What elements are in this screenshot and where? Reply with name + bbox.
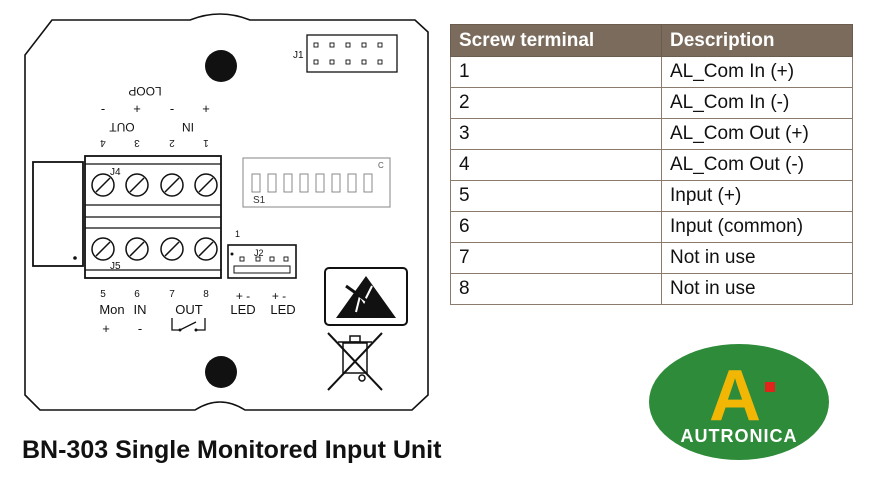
- out2-label: OUT: [175, 302, 203, 317]
- description-cell: AL_Com In (-): [661, 87, 853, 119]
- screw-row-bottom: [91, 237, 218, 261]
- top-pin-1: 1: [203, 137, 209, 148]
- terminal-cell: 6: [450, 211, 662, 243]
- terminal-cell: 3: [450, 118, 662, 150]
- terminal-cell: 8: [450, 273, 662, 305]
- terminal-cell: 7: [450, 242, 662, 274]
- j1-label: J1: [293, 50, 304, 61]
- mounting-hole-top: [205, 50, 237, 82]
- c-label: C: [378, 161, 384, 170]
- j2-label: J2: [254, 248, 264, 258]
- top-pin-3: 3: [134, 137, 140, 148]
- mon-plus: +: [102, 321, 110, 336]
- j2-pin1-label: 1: [235, 229, 240, 239]
- top-pin-4: 4: [100, 137, 106, 148]
- terminal-cell: 4: [450, 149, 662, 181]
- top-pin-2: 2: [169, 137, 175, 148]
- in2-label: IN: [134, 302, 147, 317]
- screw-row-top: [91, 173, 218, 197]
- description-cell: AL_Com Out (+): [661, 118, 853, 150]
- description-cell: AL_Com Out (-): [661, 149, 853, 181]
- led-polarity-1: + -: [236, 289, 250, 303]
- relay-contact-symbol: [171, 318, 206, 331]
- top-polarity-4: -: [101, 101, 105, 116]
- led1-label: LED: [230, 302, 255, 317]
- dip-switches: [251, 173, 373, 193]
- terminal-cell: 5: [450, 180, 662, 212]
- s1-label: S1: [253, 195, 266, 206]
- bottom-pin-7: 7: [169, 289, 175, 300]
- in-minus: -: [138, 321, 142, 336]
- logo-text: AUTRONICA: [681, 426, 798, 446]
- description-cell: AL_Com In (+): [661, 56, 853, 88]
- description-cell: Input (+): [661, 180, 853, 212]
- header-description: Description: [661, 24, 853, 57]
- table-header-row: Screw terminal Description: [450, 24, 853, 57]
- mon-label: Mon: [99, 302, 124, 317]
- top-polarity-3: +: [133, 101, 141, 116]
- led-polarity-2: + -: [272, 289, 286, 303]
- side-component: [32, 161, 84, 267]
- mounting-hole-bottom: [205, 356, 237, 388]
- circuit-board-diagram: J1 LOOP OUT IN - + - + 4 3 2 1 J4 J5 S1 …: [0, 0, 440, 430]
- description-cell: Not in use: [661, 273, 853, 305]
- autronica-logo: A AUTRONICA: [645, 342, 833, 469]
- in-label: IN: [182, 120, 194, 134]
- bottom-pin-5: 5: [100, 289, 106, 300]
- diagram-title: BN-303 Single Monitored Input Unit: [22, 436, 442, 464]
- description-cell: Input (common): [661, 211, 853, 243]
- header-screw-terminal: Screw terminal: [450, 24, 662, 57]
- led2-label: LED: [270, 302, 295, 317]
- top-polarity-1: +: [202, 101, 210, 116]
- out-label: OUT: [109, 120, 135, 134]
- logo-letter: A: [709, 356, 761, 436]
- j4-label: J4: [110, 167, 121, 178]
- logo-background: [649, 344, 829, 460]
- j1-pins: [313, 42, 383, 65]
- j1-connector: [306, 34, 398, 73]
- bottom-pin-8: 8: [203, 289, 209, 300]
- terminal-cell: 1: [450, 56, 662, 88]
- weee-bin-icon: [327, 332, 383, 391]
- logo-accent-square: [765, 382, 775, 392]
- loop-label: LOOP: [128, 84, 161, 98]
- top-polarity-2: -: [170, 101, 174, 116]
- description-cell: Not in use: [661, 242, 853, 274]
- bottom-pin-6: 6: [134, 289, 140, 300]
- j5-label: J5: [110, 261, 121, 272]
- esd-warning-icon: [324, 267, 408, 326]
- terminal-cell: 2: [450, 87, 662, 119]
